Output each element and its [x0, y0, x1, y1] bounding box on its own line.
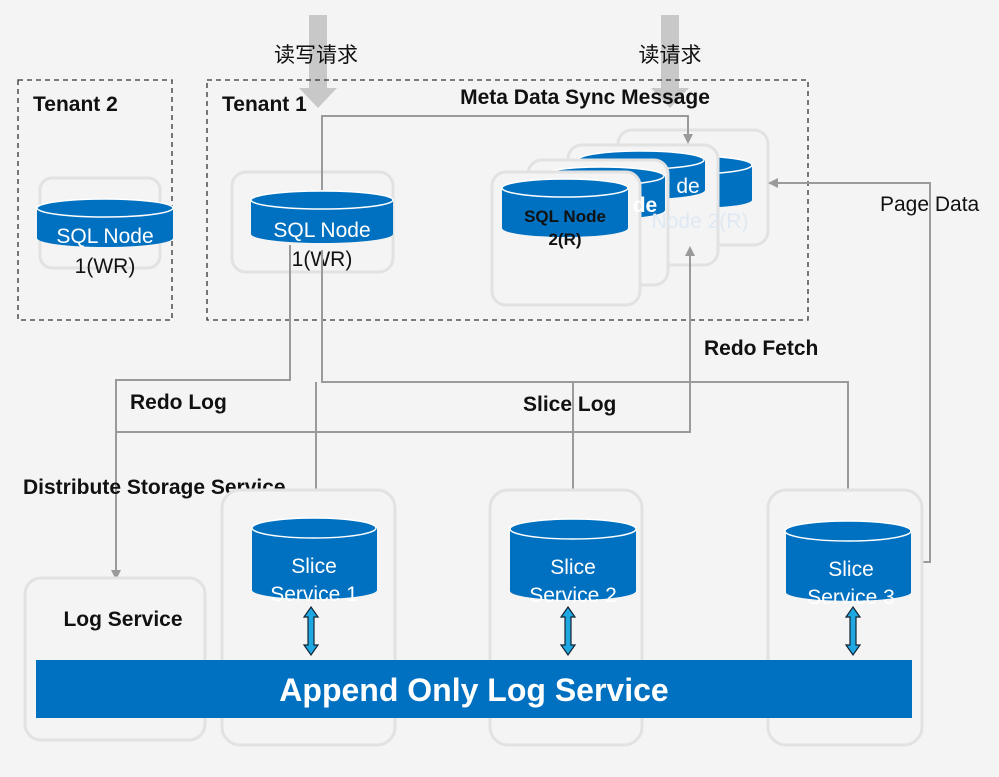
tenant-2-box	[17, 79, 173, 321]
redo-log-line	[111, 245, 291, 580]
read-request-arrow	[651, 15, 689, 108]
slice-log-label: Slice Log	[523, 393, 616, 416]
page-data-label: Page Data	[880, 193, 980, 216]
redo-fetch-line	[116, 246, 695, 433]
slice-label: Slice	[828, 558, 874, 581]
replica-label-fragment: Node 2(R)	[652, 210, 749, 233]
log-service-label: Log Service	[63, 608, 182, 631]
node-role: 1(WR)	[75, 255, 136, 278]
slice-log-line	[321, 250, 853, 512]
slice-label: Service 2	[529, 584, 617, 607]
slice-service-1[interactable]: Slice Service 1	[251, 517, 377, 606]
node-label: SQL Node	[56, 225, 153, 248]
tenant-1-sql-node[interactable]: SQL Node 1(WR)	[250, 190, 394, 271]
append-only-log-service-bar[interactable]	[36, 660, 912, 718]
read-write-request-arrow	[299, 15, 337, 108]
bidirectional-arrow-icon	[302, 605, 320, 657]
bidirectional-arrow-icon	[559, 605, 577, 657]
redo-fetch-label: Redo Fetch	[704, 337, 818, 360]
storage-service-label: Distribute Storage Service	[23, 476, 286, 499]
read-request-label: 读请求	[639, 44, 702, 67]
meta-sync-label: Meta Data Sync Message	[460, 86, 710, 109]
read-write-request-label: 读写请求	[274, 44, 358, 67]
replica-label-fragment: de	[676, 175, 699, 198]
replica-label-fragment: de	[633, 194, 658, 217]
node-label: SQL Node	[273, 219, 370, 242]
bidirectional-arrow-icon	[844, 605, 862, 657]
slice-label: Service 3	[807, 586, 895, 609]
replica-role: 2(R)	[548, 230, 581, 249]
slice-label: Slice	[550, 556, 596, 579]
slice-label: Slice	[291, 555, 337, 578]
replica-label: SQL Node	[524, 207, 606, 226]
tenant-2-title: Tenant 2	[33, 93, 118, 116]
append-only-log-service-label: Append Only Log Service	[279, 672, 668, 708]
read-replica-stack[interactable]: SQL Node 2(R) Node 2(R) de de	[490, 128, 770, 307]
tenant-1-box	[206, 79, 809, 321]
slice-service-3[interactable]: Slice Service 3	[784, 520, 912, 609]
tenant-1-title: Tenant 1	[222, 93, 307, 116]
meta-sync-line	[321, 115, 693, 190]
tenant-2-sql-node[interactable]: SQL Node 1(WR)	[36, 198, 174, 278]
slice-service-2[interactable]: Slice Service 2	[509, 518, 637, 607]
redo-log-label: Redo Log	[130, 391, 227, 414]
slice-label: Service 1	[270, 583, 358, 606]
